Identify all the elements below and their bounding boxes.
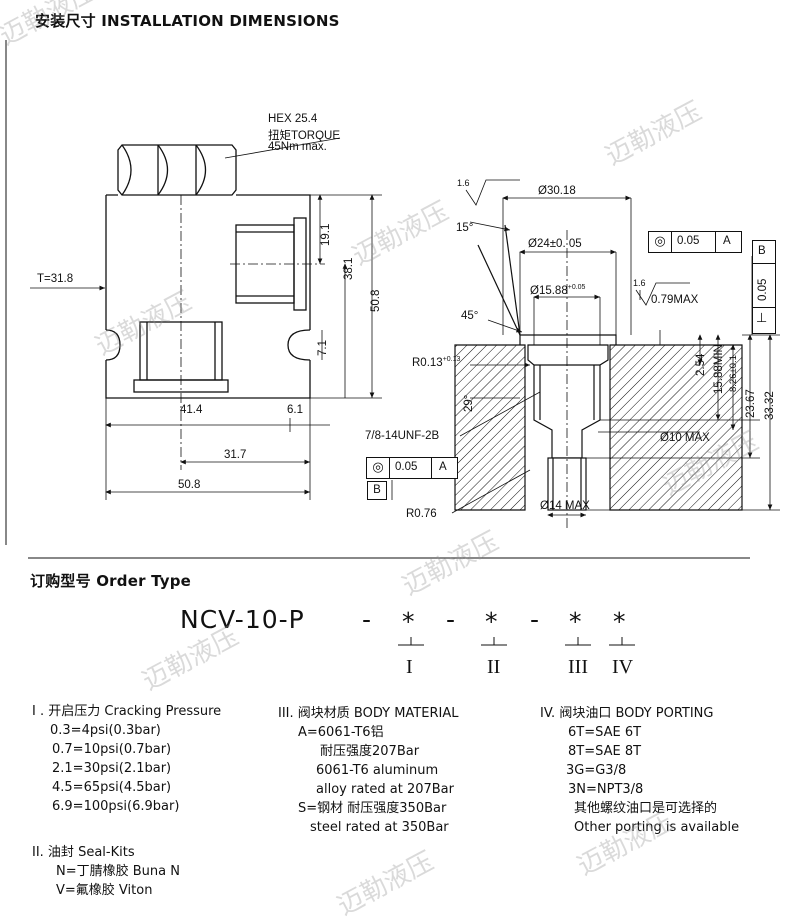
list-item: 其他螺纹油口是可选择的 [574,801,718,816]
separator-1: - [362,605,373,634]
spec-heading: I . 开启压力 Cracking Pressure [32,704,222,719]
dim-6-1: 6.1 [287,404,303,416]
dim-50-8-horizontal: 50.8 [178,479,201,491]
list-item: S=钢材 耐压强度350Bar [298,801,447,816]
dim-41-4: 41.4 [180,404,203,416]
list-item: 3G=G3/8 [566,763,627,778]
list-item: 2.1=30psi(2.1bar) [52,761,172,776]
tolerance-2-datum: B [758,245,766,257]
angle-29: 29° [463,394,475,412]
tolerance-frame-2: B 0.05 ⊥ [752,240,776,334]
roman-label-4: IV [612,656,634,678]
list-item: A=6061-T6铝 [298,725,384,740]
roughness-1-6-top: 1.6 [457,178,470,188]
left-body-view [105,144,311,399]
list-item: 6T=SAE 6T [568,725,642,740]
dim-7-1: 7.1 [317,340,329,356]
thread-spec: 7/8-14UNF-2B [365,430,440,442]
spec-seal-kits: II. 油封 Seal-Kits N=丁腈橡胶 Buna N V=氟橡胶 Vit… [32,843,180,900]
dim-0-79-max: 0.79MAX [651,294,699,306]
tolerance-frame-1: ◎ 0.05 A [648,231,742,253]
order-type-title: 订购型号 Order Type [30,572,192,590]
option-2-placeholder: * [485,607,499,636]
separator-2: - [446,605,457,634]
dim-50-8-vertical: 50.8 [370,289,382,312]
torque-value: 45Nm max. [268,141,327,153]
list-item: V=氟橡胶 Viton [56,883,153,898]
list-item: 3N=NPT3/8 [568,782,644,797]
spec-cracking-pressure: I . 开启压力 Cracking Pressure 0.3=4psi(0.3b… [32,702,221,816]
dim-dia-14-max: Ø14 MAX [540,500,590,512]
spec-body-material: III. 阀块材质 BODY MATERIAL A=6061-T6铝 耐压强度2… [278,704,458,837]
list-item: 6.9=100psi(6.9bar) [52,799,180,814]
tolerance-2-value: 0.05 [757,278,769,301]
roman-label-1: I [406,656,413,678]
perpendicularity-icon: ⊥ [756,311,768,326]
list-item: steel rated at 350Bar [310,820,449,835]
datum-b-box: B [367,481,387,500]
dim-15-88-min: 15.88MIN [713,344,725,394]
spec-heading: II. 油封 Seal-Kits [32,845,135,860]
concentricity-icon: ◎ [649,232,672,252]
list-item: 8T=SAE 8T [568,744,642,759]
roman-label-3: III [568,656,588,678]
dim-33-32: 33.32 [764,391,776,420]
option-4-placeholder: * [613,607,627,636]
installation-drawing [5,40,780,646]
dim-23-67: 23.67 [745,389,757,418]
tolerance-3-value: 0.05 [395,461,418,473]
list-item: Other porting is available [574,820,740,835]
dim-8-26: 8.26±0.1 [728,355,739,392]
dim-dia-30-18: Ø30.18 [538,185,576,197]
list-item: 4.5=65psi(4.5bar) [52,780,172,795]
spec-body-porting: IV. 阀块油口 BODY PORTING 6T=SAE 6T 8T=SAE 8… [540,704,739,837]
tolerance-frame-3: ◎ 0.05 A [366,457,458,479]
tolerance-1-datum: A [723,235,731,247]
concentricity-icon: ◎ [367,458,390,478]
tolerance-1-value: 0.05 [677,235,700,247]
list-item: alloy rated at 207Bar [316,782,454,797]
roughness-1-6-right: 1.6 [633,278,646,288]
radius-0-13: R0.13+0.13 [412,356,461,369]
tolerance-3-datum: A [439,461,447,473]
radius-0-76: R0.76 [406,508,437,520]
dim-31-7: 31.7 [224,449,247,461]
thickness-label: T=31.8 [37,273,74,285]
page-title: 安装尺寸 INSTALLATION DIMENSIONS [35,12,340,30]
option-1-placeholder: * [402,607,416,636]
dim-19-1: 19.1 [320,223,332,246]
angle-45: 45° [461,310,479,322]
dim-dia-15-88: Ø15.88+0.05 [530,284,586,297]
roman-label-2: II [487,656,501,678]
dim-38-1: 38.1 [343,257,355,280]
list-item: 0.3=4psi(0.3bar) [50,723,161,738]
model-code: NCV-10-P [180,605,305,634]
dim-2-54: 2.54 [695,353,707,376]
dim-dia-24: Ø24±0. 05 [528,238,582,250]
option-3-placeholder: * [569,607,583,636]
list-item: 耐压强度207Bar [320,744,420,759]
list-item: 0.7=10psi(0.7bar) [52,742,172,757]
separator-3: - [530,605,541,634]
torque-label: 扭矩TORQUE [268,130,340,142]
hex-size-label: HEX 25.4 [268,113,318,125]
list-item: 6061-T6 aluminum [316,763,439,778]
dim-dia-10-max: Ø10 MAX [660,432,710,444]
spec-heading: III. 阀块材质 BODY MATERIAL [278,706,459,721]
list-item: N=丁腈橡胶 Buna N [56,864,180,879]
spec-heading: IV. 阀块油口 BODY PORTING [540,706,714,721]
angle-15: 15° [456,222,474,234]
